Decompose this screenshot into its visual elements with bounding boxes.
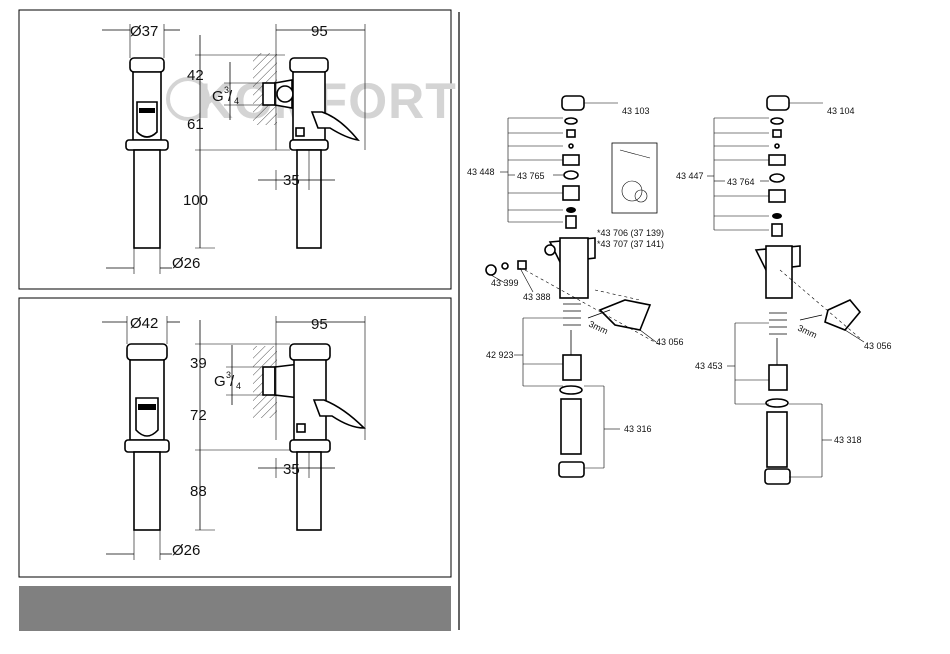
left-part-lever: 43 056 — [656, 337, 684, 347]
panel-1-top-diameter: Ø37 — [130, 23, 158, 40]
left-part-cartridge-set: 43 448 — [467, 167, 495, 177]
left-part-kit-a: *43 706 (37 139) — [597, 228, 664, 238]
repair-kit-bag — [612, 143, 657, 213]
right-part-valve-set: 43 764 — [727, 177, 755, 187]
lever-icon — [825, 300, 860, 330]
panel-1-offset: 35 — [283, 172, 300, 189]
panel-2-front-view — [125, 344, 169, 530]
panel-2-width: 95 — [311, 316, 328, 333]
tube-icon — [561, 399, 581, 454]
panel-1-height-mid: 61 — [187, 116, 204, 133]
panel-2-height-top: 39 — [190, 355, 207, 372]
left-part-valve-set: 43 765 — [517, 171, 545, 181]
svg-text:/: / — [230, 373, 235, 390]
panel-2-bottom-diameter: Ø26 — [172, 542, 200, 559]
right-part-lever: 43 056 — [864, 341, 892, 351]
left-part-tube: 43 316 — [624, 424, 652, 434]
panel-2-thread-letter: G — [214, 373, 226, 390]
panel-1-bottom-diameter: Ø26 — [172, 255, 200, 272]
panel-1-width: 95 — [311, 23, 328, 40]
panel-2-frame — [19, 298, 451, 577]
right-part-spring-set: 43 453 — [695, 361, 723, 371]
panel-2-height-mid: 72 — [190, 407, 207, 424]
left-part-cap: 43 103 — [622, 106, 650, 116]
right-part-tube: 43 318 — [834, 435, 862, 445]
panel-2-height-low: 88 — [190, 483, 207, 500]
panel-2-side-view — [253, 344, 364, 530]
panel-2-thread-den: 4 — [236, 381, 241, 391]
left-part-screw-b: 43 388 — [523, 292, 551, 302]
panel-1-height-low: 100 — [183, 192, 208, 209]
right-part-cap: 43 104 — [827, 106, 855, 116]
right-part-cartridge-set: 43 447 — [676, 171, 704, 181]
cap-icon — [767, 96, 789, 110]
right-key-size: 3mm — [796, 323, 818, 341]
panel-2-offset: 35 — [283, 461, 300, 478]
panel-1-thread-letter: G — [212, 88, 224, 105]
left-part-spring-set: 42 923 — [486, 350, 514, 360]
panel-2-top-diameter: Ø42 — [130, 315, 158, 332]
left-part-screw-a: 43 399 — [491, 278, 519, 288]
panel-1-front-view — [126, 58, 168, 248]
left-key-size: 3mm — [587, 319, 609, 337]
tube-icon — [767, 412, 787, 467]
panel-1-thread-den: 4 — [234, 96, 239, 106]
exploded-view-right: 43 104 43 447 43 764 43 056 43 453 43 31… — [676, 96, 892, 484]
cap-icon — [562, 96, 584, 110]
left-part-kit-b: *43 707 (37 141) — [597, 239, 664, 249]
panel-1-frame — [19, 10, 451, 289]
footer-bar — [19, 586, 451, 631]
panel-1-height-top: 42 — [187, 67, 204, 84]
exploded-view-left: 43 103 43 448 43 765 *43 706 (37 139) *4… — [467, 96, 684, 477]
